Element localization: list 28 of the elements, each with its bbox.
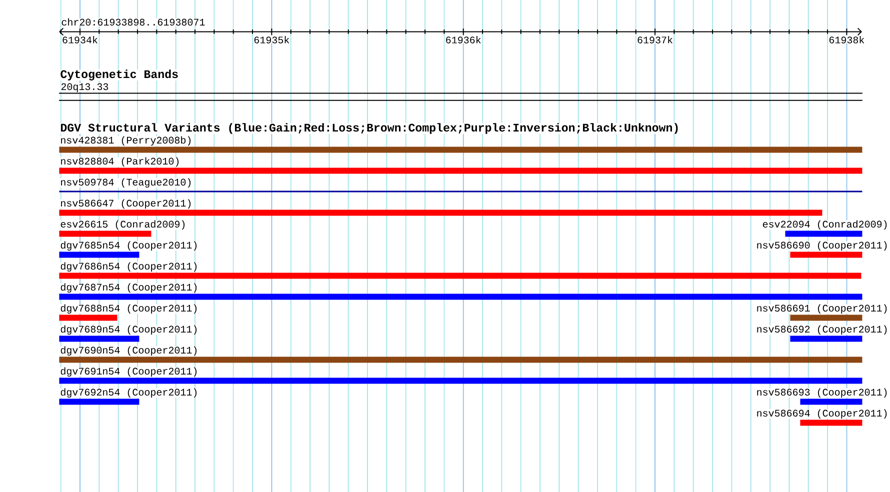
tick-label: 61938k (828, 36, 865, 44)
variant-label: nsv586647 (Cooper2011) (60, 199, 192, 209)
tick-label: 61934k (62, 36, 98, 44)
variant-label: dgv7688n54 (Cooper2011) (60, 304, 198, 314)
variant-label: nsv828804 (Park2010) (60, 157, 180, 167)
variant-label: nsv586692 (Cooper2011) (756, 325, 888, 335)
variant-label: nsv509784 (Teague2010) (60, 178, 192, 188)
track-title: DGV Structural Variants (Blue:Gain;Red:Loss;Brown:Complex;Purple:Inversion;Black:Unknown) (60, 123, 680, 134)
variant-label: nsv586690 (Cooper2011) (756, 241, 888, 251)
tick-label: 61936k (445, 36, 482, 44)
tick-label: 61937k (637, 36, 674, 44)
coordinate-label: chr20:61933898..61938071 (61, 18, 206, 26)
variant-label: esv22094 (Conrad2009) (762, 220, 888, 230)
tick-label: 61935k (254, 36, 290, 44)
variant-label: dgv7687n54 (Cooper2011) (60, 283, 198, 293)
band-label: 20q13.33 (60, 83, 109, 92)
variant-label: nsv586691 (Cooper2011) (756, 304, 888, 314)
track-title: Cytogenetic Bands (60, 70, 179, 80)
variant-label: esv26615 (Conrad2009) (60, 220, 186, 230)
variant-label: dgv7689n54 (Cooper2011) (60, 325, 198, 335)
variant-label: dgv7692n54 (Cooper2011) (60, 388, 198, 398)
variant-label: dgv7690n54 (Cooper2011) (60, 346, 198, 356)
variant-label: dgv7691n54 (Cooper2011) (60, 367, 198, 377)
variant-label: dgv7686n54 (Cooper2011) (60, 262, 198, 272)
variant-label: nsv428381 (Perry2008b) (60, 136, 192, 146)
variant-label: nsv586693 (Cooper2011) (756, 388, 888, 398)
variant-label: dgv7685n54 (Cooper2011) (60, 241, 198, 251)
variant-label: nsv586694 (Cooper2011) (756, 409, 888, 419)
